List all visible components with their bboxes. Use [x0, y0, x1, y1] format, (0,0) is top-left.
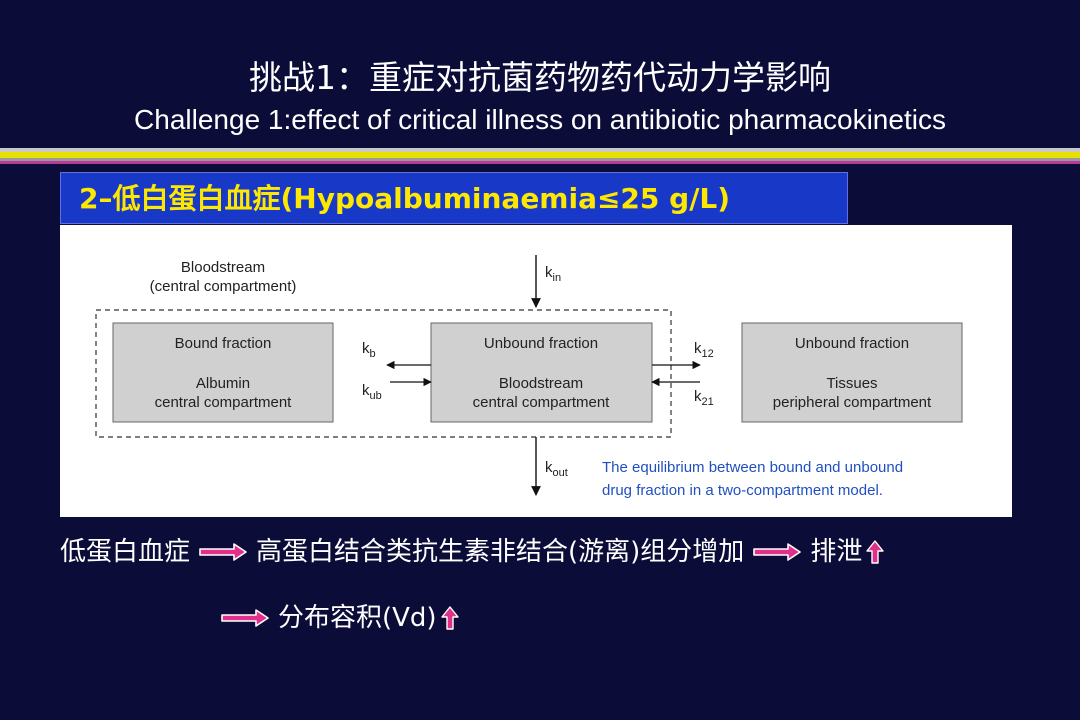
flow-excretion: 排泄	[810, 537, 863, 567]
right-arrow-icon	[199, 543, 247, 561]
label-k-in: kin	[545, 264, 561, 284]
box-unbound-tissue-line2: peripheral compartment	[773, 394, 932, 411]
flow-hypoalbuminemia: 低蛋白血症	[60, 537, 191, 567]
flow-unbound-fraction-increase: 高蛋白结合类抗生素非结合(游离)组分增加	[256, 537, 745, 567]
diagram-caption-line2: drug fraction in a two-compartment model…	[602, 482, 883, 499]
box-bound-title: Bound fraction	[175, 335, 272, 352]
slide-title-english: Challenge 1:effect of critical illness o…	[134, 104, 946, 135]
right-arrow-icon	[221, 609, 269, 627]
bloodstream-label: Bloodstream	[181, 259, 265, 276]
box-unbound-central-title: Unbound fraction	[484, 335, 598, 352]
divider-rule-gray	[0, 158, 1080, 161]
box-unbound-central-line1: Bloodstream	[499, 375, 583, 392]
box-unbound-central-line2: central compartment	[473, 394, 611, 411]
box-unbound-tissue	[741, 322, 963, 423]
right-arrow-icon	[753, 543, 802, 561]
flow-volume-of-distribution: 分布容积(Vd)	[278, 603, 437, 633]
flow-row-1: 低蛋白血症 高蛋白结合类抗生素非结合(游离)组分增加 排泄	[60, 532, 885, 572]
label-k-21: k21	[694, 388, 714, 408]
box-bound-fraction	[112, 322, 334, 423]
label-k-b: kb	[362, 340, 376, 360]
box-unbound-central	[430, 322, 653, 423]
box-unbound-tissue-title: Unbound fraction	[795, 335, 909, 352]
bloodstream-sublabel: (central compartment)	[150, 278, 297, 295]
compartment-diagram: Bloodstream (central compartment) Bound …	[60, 225, 1012, 517]
box-bound-line2: central compartment	[155, 394, 293, 411]
divider-rule-magenta	[0, 161, 1080, 164]
label-k-12: k12	[694, 340, 714, 360]
divider-rule-top	[0, 148, 1080, 152]
up-arrow-icon	[866, 540, 885, 564]
box-unbound-tissue-line1: Tissues	[826, 375, 877, 392]
label-k-out: kout	[545, 459, 568, 479]
divider-rule-yellow	[0, 152, 1080, 158]
diagram-canvas: Bloodstream (central compartment) Bound …	[95, 255, 963, 499]
label-k-ub: kub	[362, 382, 382, 402]
box-bound-line1: Albumin	[196, 375, 250, 392]
up-arrow-icon	[440, 606, 459, 630]
subtitle-banner: 2–低白蛋白血症(Hypoalbuminaemia≤25 g/L)	[60, 172, 848, 224]
slide-title-chinese: 挑战1：重症对抗菌药物药代动力学影响	[249, 58, 831, 97]
diagram-caption-line1: The equilibrium between bound and unboun…	[602, 459, 903, 476]
flow-row-2: 分布容积(Vd)	[220, 598, 459, 638]
